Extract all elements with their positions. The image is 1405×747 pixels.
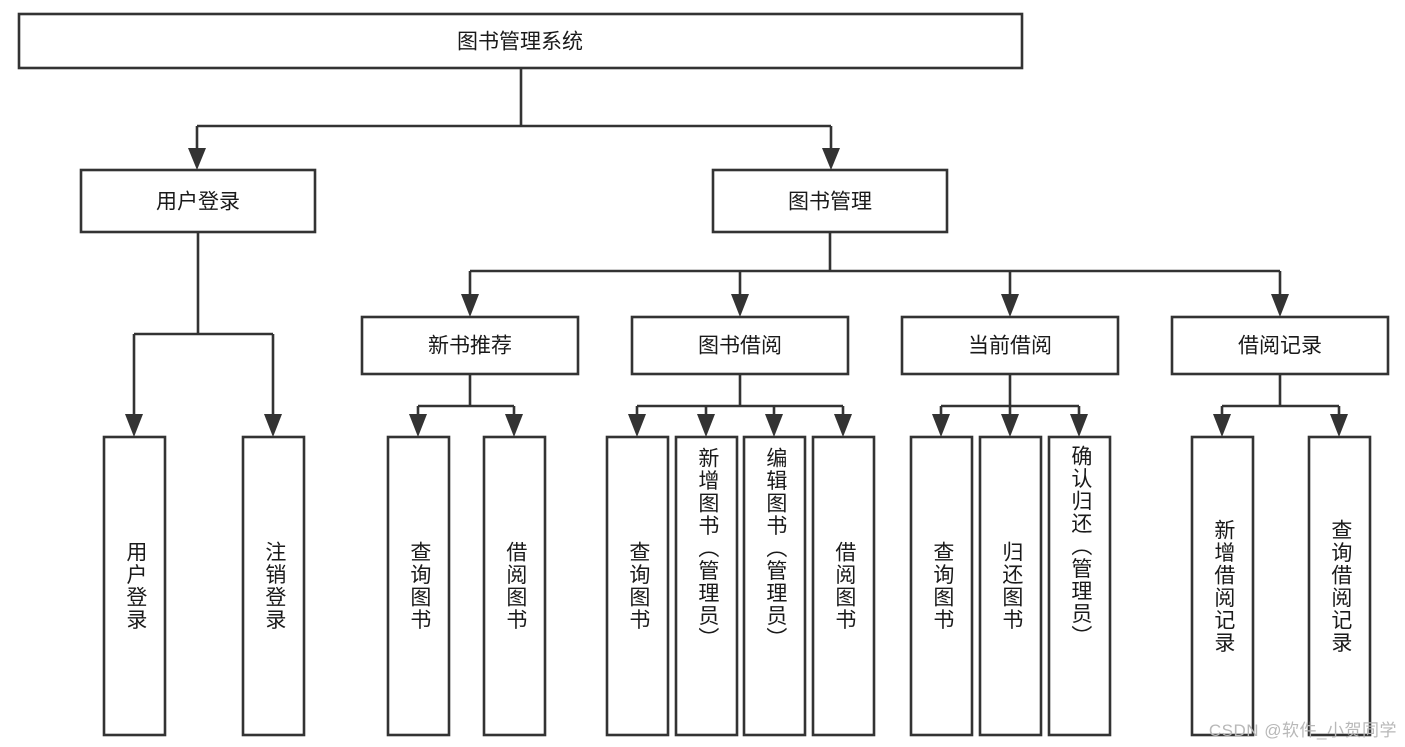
leaf-box-logout[interactable] [241,435,306,737]
arrow-head-leaf-query-book-3 [932,414,950,437]
leaf-box-user-login[interactable] [102,435,167,737]
arrow-head-leaf-query-book-1 [409,414,427,437]
arrow-head-leaf-add-book [697,414,715,437]
arrow-head-borrow-record [1271,294,1289,317]
node-borrow-record-box[interactable] [1170,315,1390,376]
leaf-box-borrow-book-recommend[interactable] [482,435,547,737]
arrow-head-user-login [188,148,206,170]
node-current-borrow-label: 当前借阅 [968,335,1052,358]
leaf-box-query-book-recommend[interactable] [386,435,451,737]
arrow-head-leaf-query-record [1330,414,1348,437]
node-book-manage-box[interactable] [711,168,949,234]
leaf-box-query-borrow-record[interactable] [1307,435,1372,737]
arrow-head-leaf-user-login [125,414,143,437]
arrow-head-new-book-recommend [461,294,479,317]
arrow-head-current-borrow [1001,294,1019,317]
arrow-head-leaf-confirm-return [1070,414,1088,437]
leaf-box-add-book[interactable] [674,435,739,737]
arrow-head-leaf-borrow-book-1 [505,414,523,437]
watermark-text: CSDN @软件_小贺同学 [1208,721,1397,740]
node-borrow-record-label: 借阅记录 [1238,335,1322,358]
leaf-box-edit-book[interactable] [742,435,807,737]
leaf-box-confirm-return[interactable] [1047,435,1112,737]
arrow-head-book-manage [822,148,840,170]
leaf-box-borrow-book[interactable] [811,435,876,737]
node-book-manage-label: 图书管理 [788,191,872,214]
node-root-label: 图书管理系统 [457,31,583,54]
leaf-box-add-borrow-record[interactable] [1190,435,1255,737]
leaf-box-return-book[interactable] [978,435,1043,737]
node-book-borrow-label: 图书借阅 [698,335,782,358]
node-new-book-recommend-label: 新书推荐 [428,335,512,358]
arrow-head-leaf-borrow-book-2 [834,414,852,437]
node-book-borrow-box[interactable] [630,315,850,376]
arrow-head-leaf-edit-book [765,414,783,437]
leaf-box-query-book-current[interactable] [909,435,974,737]
arrow-head-leaf-logout [264,414,282,437]
arrow-head-book-borrow [731,294,749,317]
node-new-book-recommend-box[interactable] [360,315,580,376]
leaf-box-query-book-borrow[interactable] [605,435,670,737]
arrow-head-leaf-add-record [1213,414,1231,437]
arrow-head-leaf-return-book [1001,414,1019,437]
node-user-login-label: 用户登录 [156,191,240,214]
node-root-box[interactable] [17,12,1024,70]
arrow-head-leaf-query-book-2 [628,414,646,437]
node-current-borrow-box[interactable] [900,315,1120,376]
